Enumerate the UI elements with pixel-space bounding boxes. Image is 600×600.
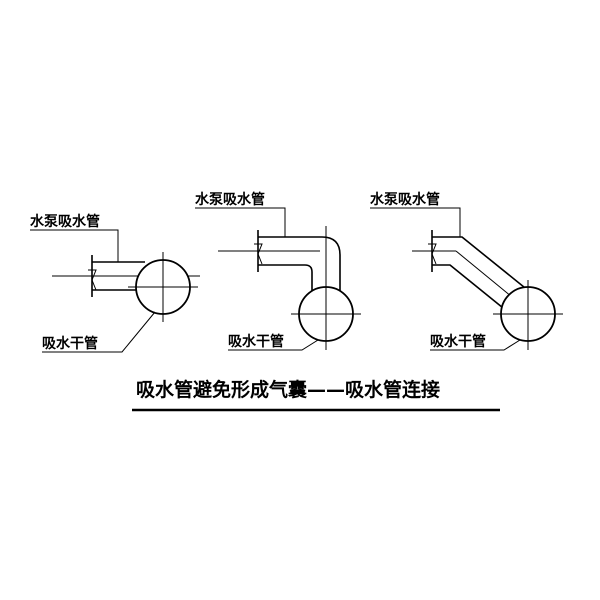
suction-pipe-label: 水泵吸水管 xyxy=(195,191,265,208)
panel-horizontal: 水泵吸水管 吸水干管 xyxy=(30,213,200,353)
suction-pipe-inner xyxy=(258,264,313,295)
suction-pipe xyxy=(432,236,541,301)
main-label-leader xyxy=(228,339,319,351)
main-label-leader xyxy=(42,311,156,353)
pipe-break-mark xyxy=(88,269,97,291)
panel-incline: 水泵吸水管 吸水干管 xyxy=(370,191,563,351)
suction-pipe xyxy=(258,236,341,295)
suction-pipe-label: 水泵吸水管 xyxy=(370,191,440,208)
suction-pipe-label: 水泵吸水管 xyxy=(30,213,100,230)
suction-label-leader xyxy=(195,207,286,237)
panel-elbow: 水泵吸水管 吸水干管 xyxy=(195,191,361,351)
main-label-leader xyxy=(430,339,521,351)
suction-label-leader xyxy=(30,229,119,262)
main-pipe-label: 吸水干管 xyxy=(430,333,486,350)
main-pipe-label: 吸水干管 xyxy=(42,335,98,352)
suction-pipe-inner xyxy=(432,264,509,313)
suction-label-leader xyxy=(370,207,461,237)
pipe-break-mark xyxy=(254,243,263,265)
main-pipe-label: 吸水干管 xyxy=(228,333,284,350)
pipe-break-mark xyxy=(428,243,437,265)
diagram-title: 吸水管避免形成气囊——吸水管连接 xyxy=(136,378,440,401)
